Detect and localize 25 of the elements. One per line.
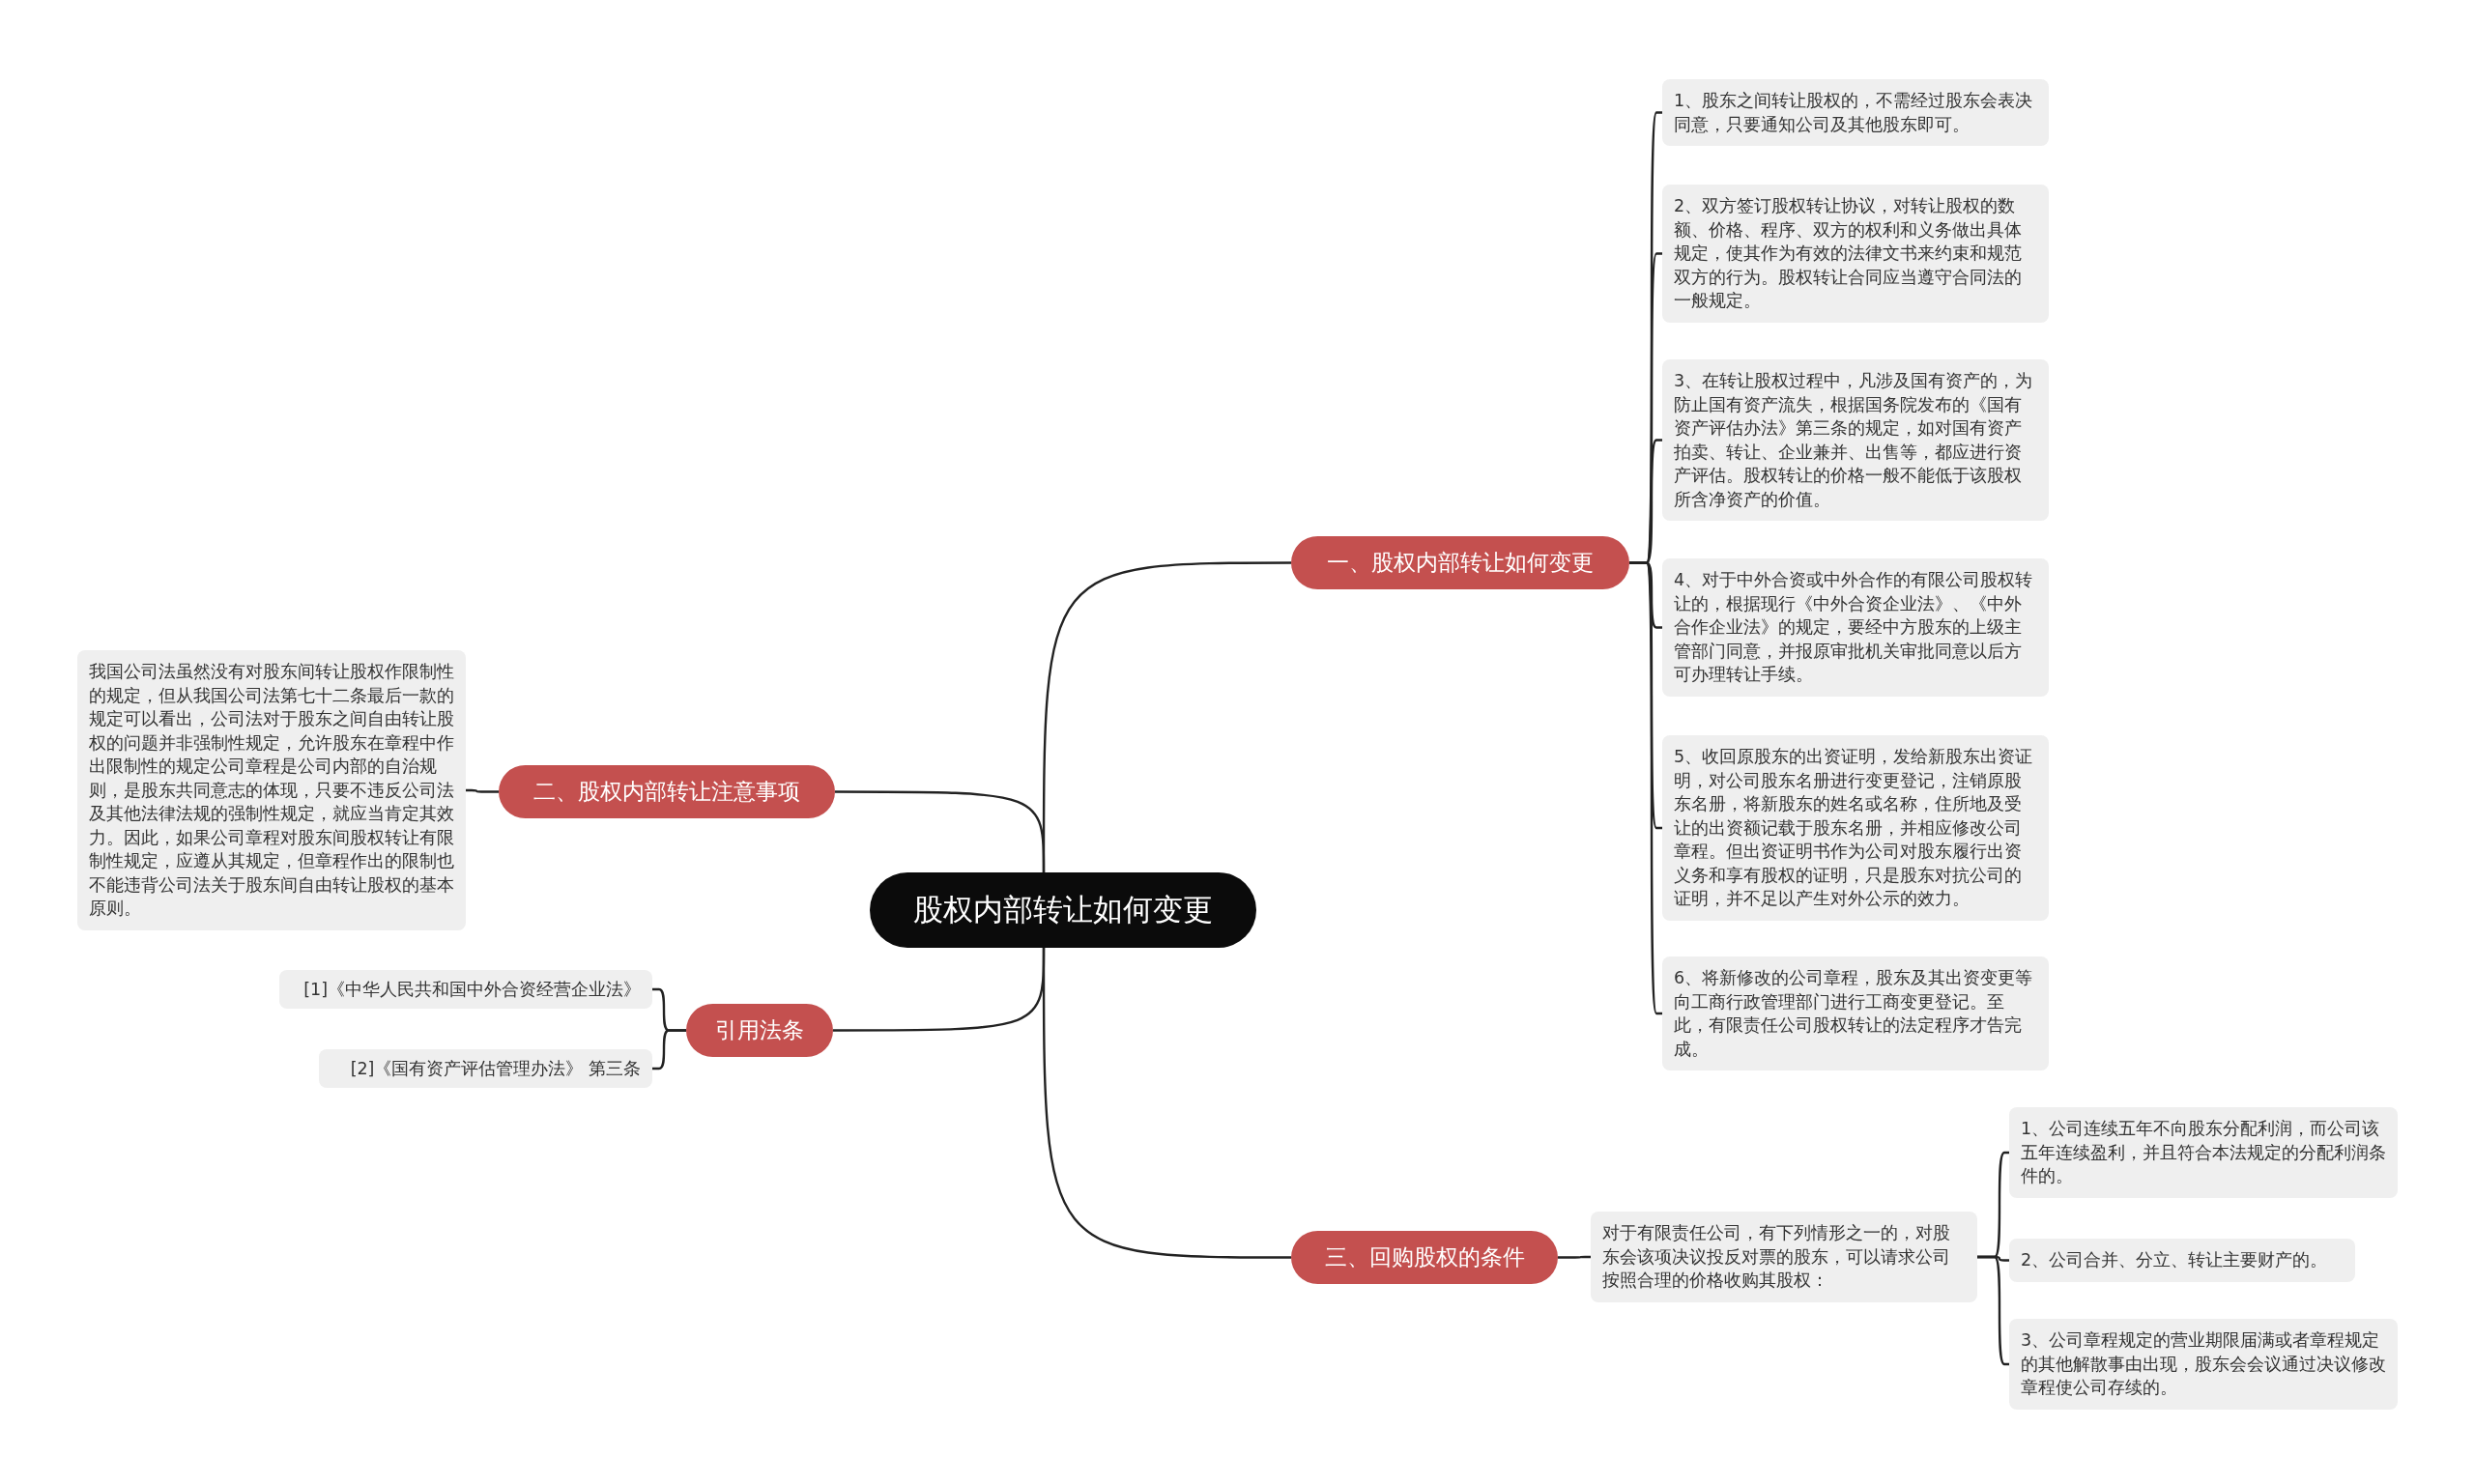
note-card: 6、将新修改的公司章程，股东及其出资变更等向工商行政管理部门进行工商变更登记。至此，有限责任公司股权转让的法定程序才告完成。 <box>1662 956 2049 1070</box>
branch-topic: 二、股权内部转让注意事项 <box>499 765 835 818</box>
note-card: 3、公司章程规定的营业期限届满或者章程规定的其他解散事由出现，股东会会议通过决议修改章程使公司存续的。 <box>2009 1319 2398 1410</box>
connector-line <box>1977 1255 2009 1366</box>
note-card: 1、公司连续五年不向股东分配利润，而公司该五年连续盈利，并且符合本法规定的分配利润条件的。 <box>2009 1107 2398 1198</box>
connector-line <box>835 790 1046 872</box>
note-card: 1、股东之间转让股权的，不需经过股东会表决同意，只要通知公司及其他股东即可。 <box>1662 79 2049 146</box>
connector-line <box>652 1029 686 1070</box>
root-topic: 股权内部转让如何变更 <box>870 872 1256 948</box>
connector-line <box>1042 948 1291 1259</box>
note-card: 我国公司法虽然没有对股东间转让股权作限制性的规定，但从我国公司法第七十二条最后一款的规定可以看出，公司法对于股东之间自由转让股权的问题并非强制性规定，允许股东在章程中作出限制性的规定公司章程是公司内部的自治规则，是股东共同意志的体现，只要不违反公司法及其他法律法规的强制性规定，就应当肯定其效力。因此，如果公司章程对股东间股权转让有限制性规定，应遵从其规定，但章程作出的限制也不能违背公司法关于股东间自由转让股权的基本原则。 <box>77 650 466 930</box>
note-card: 2、双方签订股权转让协议，对转让股权的数额、价格、程序、双方的权利和义务做出具体规定，使其作为有效的法律文书来约束和规范双方的行为。股权转让合同应当遵守合同法的一般规定。 <box>1662 185 2049 323</box>
branch-topic: 一、股权内部转让如何变更 <box>1291 536 1629 589</box>
citation-card: [2]《国有资产评估管理办法》 第三条 <box>319 1049 652 1088</box>
branch-topic: 三、回购股权的条件 <box>1291 1231 1558 1284</box>
connector-line <box>466 788 499 793</box>
citation-card: [1]《中华人民共和国中外合资经营企业法》 <box>279 970 652 1009</box>
note-card: 4、对于中外合资或中外合作的有限公司股权转让的，根据现行《中外合资企业法》、《中外合作企业法》的规定，要经中方股东的上级主管部门同意，并报原审批机关审批同意以后方可办理转让手续。 <box>1662 558 2049 697</box>
note-card: 3、在转让股权过程中，凡涉及国有资产的，为防止国有资产流失，根据国务院发布的《国有资产评估办法》第三条的规定，如对国有资产拍卖、转让、企业兼并、出售等，都应进行资产评估。股权转让的价格一般不能低于该股权所含净资产的价值。 <box>1662 359 2049 521</box>
note-card: 对于有限责任公司，有下列情形之一的，对股东会该项决议投反对票的股东，可以请求公司按照合理的价格收购其股权： <box>1591 1212 1977 1302</box>
note-card: 5、收回原股东的出资证明，发给新股东出资证明，对公司股东名册进行变更登记，注销原股东名册，将新股东的姓名或名称，住所地及受让的出资额记载于股东名册，并相应修改公司章程。但出资证明书作为公司对股东履行出资义务和享有股权的证明，只是股东对抗公司的证明，并不足以产生对外公示的效力。 <box>1662 735 2049 921</box>
note-card: 2、公司合并、分立、转让主要财产的。 <box>2009 1239 2355 1282</box>
branch-topic: 引用法条 <box>686 1004 833 1057</box>
connector-line <box>1558 1255 1591 1259</box>
connector-line <box>1629 561 1662 1015</box>
